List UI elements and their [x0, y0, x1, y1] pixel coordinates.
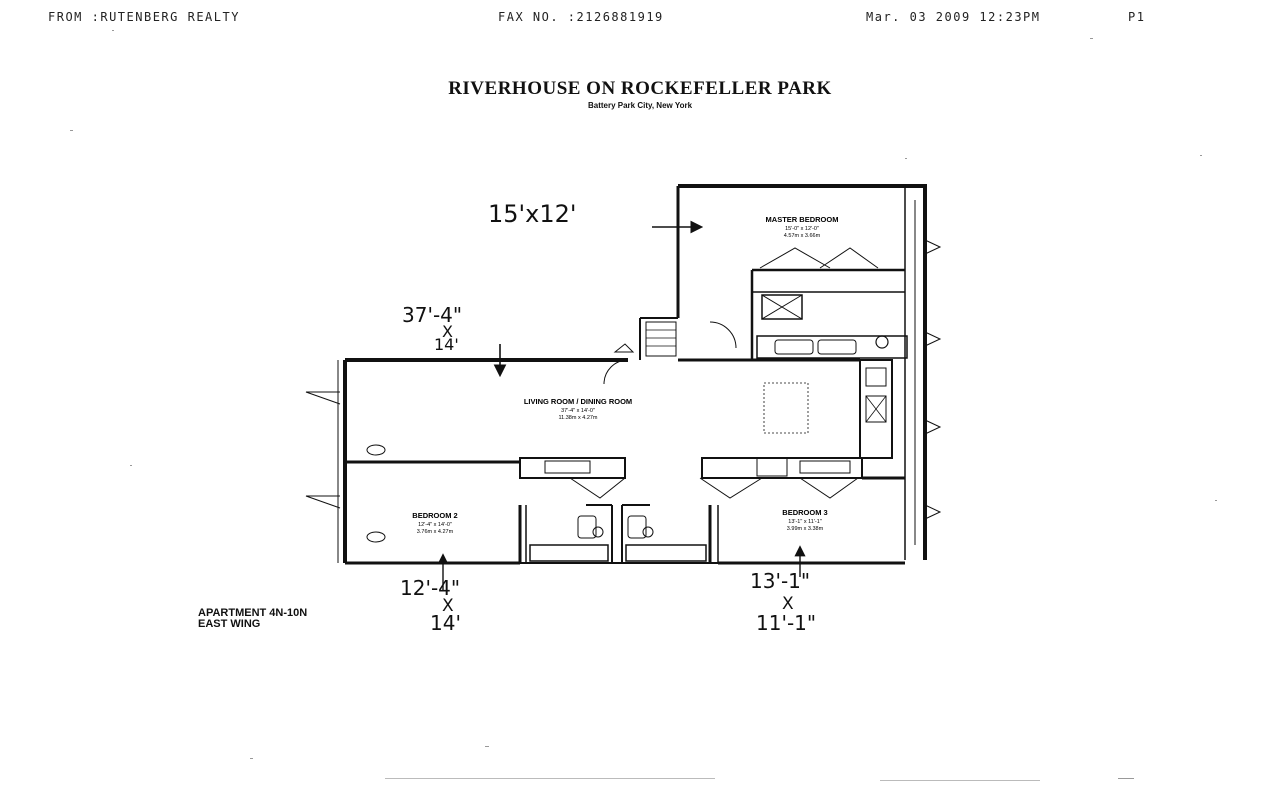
- hand-living-length: 37'-4": [402, 303, 462, 327]
- room-label-living: LIVING ROOM / DINING ROOM: [524, 397, 632, 406]
- hand-bedroom-2-length: 12'-4": [400, 576, 460, 600]
- apartment-number: APARTMENT 4N-10N: [198, 607, 308, 619]
- hand-bedroom-2-width: 14': [430, 611, 461, 635]
- exterior-walls: [337, 184, 927, 565]
- room-dims-bedroom-2-m: 3.76m x 4.27m: [417, 529, 454, 535]
- fax-date-time: Mar. 03 2009 12:23PM: [866, 10, 1041, 24]
- fax-number: FAX NO. :2126881919: [498, 10, 664, 24]
- fax-page: P1: [1128, 10, 1146, 24]
- document-subtitle: Battery Park City, New York: [587, 101, 693, 110]
- hand-living-x: X: [442, 322, 453, 341]
- apartment-label: APARTMENT 4N-10N EAST WING: [198, 608, 307, 630]
- room-dims-bedroom-3-m: 3.99m x 3.38m: [787, 526, 824, 532]
- room-dims-master-m: 4.57m x 3.66m: [784, 233, 821, 239]
- room-dims-master-ft: 15'-0" x 12'-0": [785, 226, 819, 232]
- hand-bedroom-3-x: X: [782, 594, 794, 614]
- room-label-bedroom-3: BEDROOM 3: [782, 508, 827, 517]
- room-dims-bedroom-3-ft: 13'-1" x 11'-1": [788, 519, 821, 525]
- room-dims-living-ft: 37'-4" x 14'-0": [561, 408, 595, 414]
- fax-noise: [70, 30, 1217, 781]
- hand-bedroom-3-length: 13'-1": [750, 569, 810, 593]
- hand-master-dims: 15'x12': [488, 200, 576, 228]
- interior-walls: [345, 268, 908, 563]
- hand-living-width: 14': [434, 335, 459, 354]
- room-label-bedroom-2: BEDROOM 2: [412, 511, 457, 520]
- room-dims-living-m: 11.38m x 4.27m: [558, 415, 597, 421]
- room-label-master: MASTER BEDROOM: [766, 215, 839, 224]
- door-swings: [569, 247, 879, 499]
- fax-header: FROM :RUTENBERG REALTY FAX NO. :21268819…: [0, 10, 1280, 28]
- fax-from: FROM :RUTENBERG REALTY: [48, 10, 240, 24]
- room-dims-bedroom-2-ft: 12'-4" x 14'-0": [418, 522, 452, 528]
- hand-bedroom-2-x: X: [442, 596, 454, 616]
- handwritten-annotations: 15'x12' 37'-4" X 14' 12'-4" X 14' 13'-1"…: [400, 200, 816, 635]
- window-markers: [305, 239, 942, 543]
- apartment-wing: EAST WING: [198, 618, 261, 630]
- document-title: RIVERHOUSE ON ROCKEFELLER PARK: [448, 78, 832, 99]
- hand-bedroom-3-width: 11'-1": [756, 611, 816, 635]
